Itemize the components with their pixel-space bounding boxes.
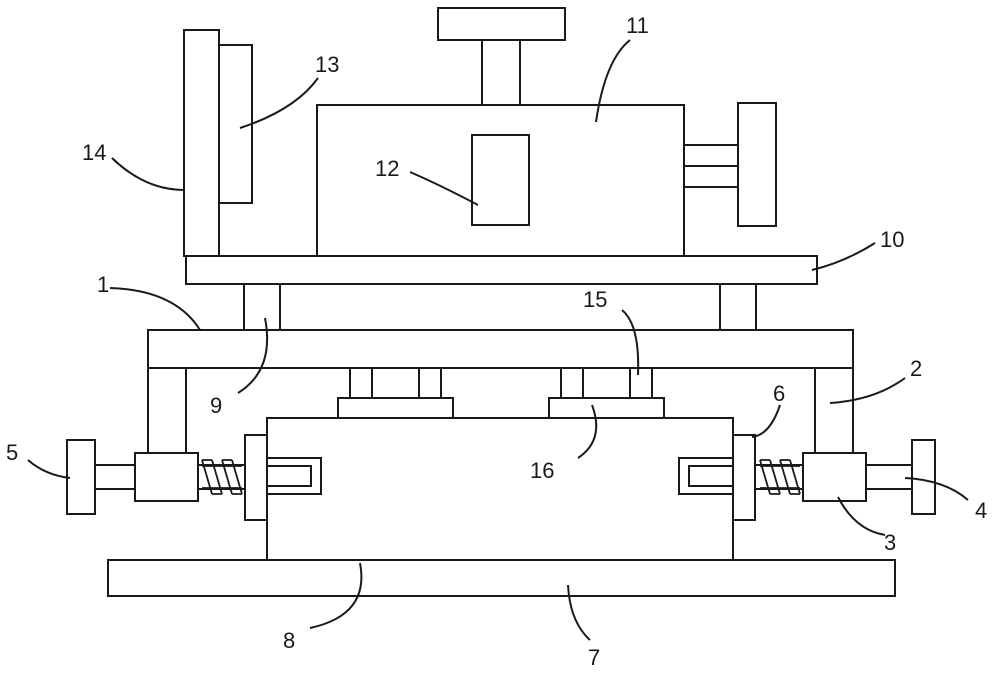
leader-14	[111, 157, 185, 191]
label-13: 13	[315, 52, 339, 77]
right-screw-rod	[865, 464, 913, 490]
label-15: 15	[583, 287, 607, 312]
label-4: 4	[975, 498, 987, 523]
right-nut-block	[802, 452, 867, 502]
leader-11	[595, 39, 631, 123]
label-14: 14	[82, 140, 106, 165]
base-plate	[107, 559, 896, 597]
upright-column	[183, 29, 220, 257]
leader-13	[239, 77, 319, 129]
top-handle-cap	[437, 7, 566, 41]
leader-4	[904, 477, 969, 501]
frame-top-beam	[147, 329, 854, 369]
leader-3	[837, 496, 886, 536]
leader-6	[751, 404, 781, 438]
upright-mounted-block	[218, 44, 253, 204]
left-spring	[201, 459, 243, 495]
label-10: 10	[880, 227, 904, 252]
left-press-block	[349, 367, 442, 399]
left-post	[243, 283, 281, 331]
leader-2	[829, 377, 906, 404]
leader-5	[27, 459, 71, 479]
left-screw-rod	[94, 464, 136, 490]
leader-8	[309, 562, 363, 629]
side-handle-cap	[737, 102, 777, 227]
label-3: 3	[884, 530, 896, 555]
workpiece-block	[266, 417, 734, 561]
label-11: 11	[626, 13, 649, 38]
label-16: 16	[530, 458, 554, 483]
right-press-block	[560, 367, 653, 399]
label-7: 7	[588, 645, 600, 670]
right-clamp-plate	[732, 434, 756, 521]
leader-12	[409, 171, 479, 206]
right-press-pad	[548, 397, 665, 419]
right-spring	[759, 459, 801, 495]
left-press-pad	[337, 397, 454, 419]
left-clamp-bracket-inner	[266, 465, 312, 487]
leader-9	[237, 317, 269, 394]
label-9: 9	[210, 393, 222, 418]
housing-window	[471, 134, 530, 226]
leader-10	[811, 242, 876, 271]
left-nut-block	[134, 452, 199, 502]
label-6: 6	[773, 381, 785, 406]
label-1: 1	[97, 272, 109, 297]
upper-plate	[185, 255, 818, 285]
right-post	[719, 283, 757, 331]
top-handle-stem	[481, 39, 521, 106]
leader-1	[109, 287, 201, 331]
leader-16	[577, 404, 598, 459]
leader-15	[621, 309, 640, 376]
right-clamp-bracket-inner	[688, 465, 734, 487]
label-5: 5	[6, 440, 18, 465]
right-handwheel	[911, 439, 936, 515]
label-8: 8	[283, 628, 295, 653]
left-clamp-plate	[244, 434, 268, 521]
label-12: 12	[375, 156, 399, 181]
left-handwheel	[66, 439, 96, 515]
label-2: 2	[910, 356, 922, 381]
leader-7	[567, 584, 591, 641]
